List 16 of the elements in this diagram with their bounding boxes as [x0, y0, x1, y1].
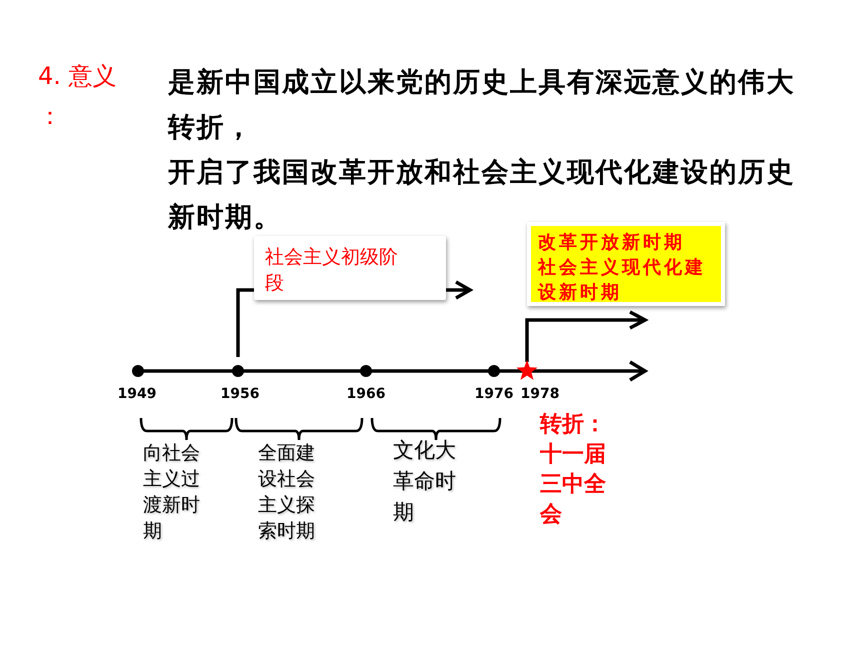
year-label: 1978	[520, 385, 560, 403]
period-text: 社会主义现代化建设新时期	[538, 256, 707, 305]
period-label: 文化大革命时期	[393, 437, 457, 526]
section-heading: 4. 意义：	[38, 61, 118, 132]
year-label: 1976	[474, 385, 514, 403]
stage-box	[254, 236, 446, 300]
year-label: 1949	[118, 385, 156, 403]
paragraph-text: 是新中国成立以来党的历史上具有深远意义的伟大转折，	[168, 66, 796, 145]
period-text: 改革开放新时期	[538, 231, 686, 255]
period-label: 向社会主义过渡新时期	[143, 441, 201, 544]
event-label: 转折：十一届三中全会	[540, 411, 607, 529]
paragraph-text: 开启了我国改革开放和社会主义现代化建设的历史新时期。	[168, 156, 796, 233]
year-label: 1956	[220, 385, 260, 403]
stage-text: 社会主义初级阶段	[265, 245, 399, 296]
period-label: 全面建设社会主义探索时期	[258, 441, 316, 544]
year-label: 1966	[346, 385, 386, 403]
